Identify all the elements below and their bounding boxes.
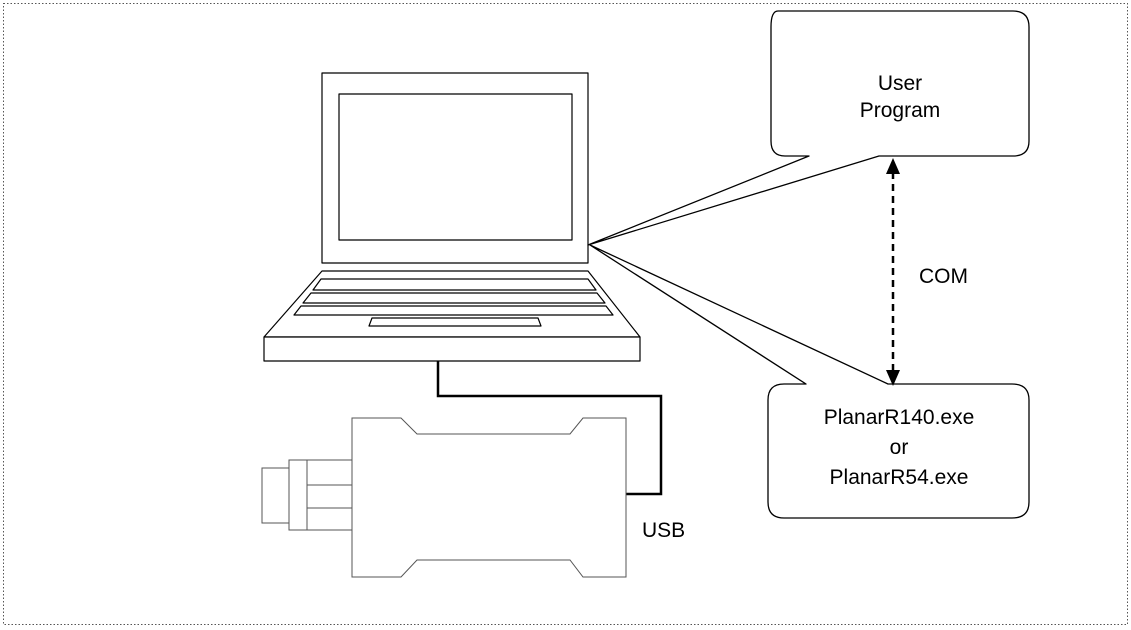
user-program-callout — [587, 10, 1030, 246]
laptop-screen — [338, 93, 573, 241]
laptop-key-row — [312, 278, 597, 291]
usb-label: USB — [642, 519, 685, 542]
usb-device-icon — [261, 417, 627, 578]
user-program-label-line1: User — [878, 72, 922, 95]
usb-device-nut — [288, 459, 353, 531]
usb-cable — [436, 361, 663, 496]
laptop-key-row — [293, 305, 614, 316]
server-program-label-line1: PlanarR140.exe — [824, 406, 975, 429]
com-label: COM — [919, 265, 968, 288]
user-program-label-line2: Program — [860, 99, 941, 122]
server-program-callout — [589, 244, 1030, 519]
laptop-base — [263, 336, 641, 362]
usb-device-body — [351, 417, 627, 578]
usb-device-connector — [261, 467, 290, 524]
laptop-touchpad — [368, 317, 542, 327]
laptop-key-row — [302, 292, 606, 304]
server-program-label-line2: or — [890, 436, 909, 459]
server-program-label-line3: PlanarR54.exe — [830, 466, 969, 489]
com-arrow-head-down — [886, 370, 900, 386]
diagram-frame — [3, 3, 1128, 625]
com-double-arrow — [886, 158, 900, 386]
com-arrow-head-up — [886, 158, 900, 174]
laptop-icon — [263, 72, 641, 362]
